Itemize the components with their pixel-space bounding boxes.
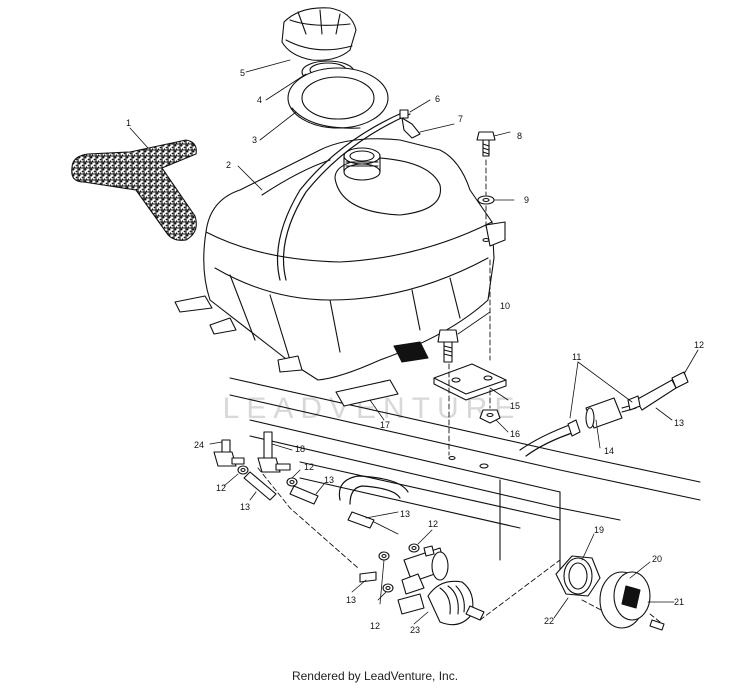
fuel-tank xyxy=(174,138,506,381)
valve-knob xyxy=(599,571,651,629)
callout-3: 3 xyxy=(252,135,257,145)
foam-pad xyxy=(71,139,197,241)
callout-2: 2 xyxy=(226,160,231,170)
fuel-pump xyxy=(397,545,449,615)
fuel-hose-loop xyxy=(338,475,409,505)
callout-4: 4 xyxy=(257,95,262,105)
callout-12: 12 xyxy=(370,621,380,631)
callout-13: 13 xyxy=(674,418,684,428)
washer-top xyxy=(477,195,495,205)
callout-16: 16 xyxy=(510,429,520,439)
callout-11: 11 xyxy=(572,352,581,362)
knob-screw xyxy=(649,619,665,631)
fuel-line-right xyxy=(519,419,581,457)
cap-gasket xyxy=(287,67,389,129)
callout-labels: 1 2 3 4 5 6 7 8 9 10 11 12 12 12 12 12 1… xyxy=(126,68,704,635)
callout-13: 13 xyxy=(400,509,410,519)
callout-17: 17 xyxy=(380,420,390,430)
gas-cap xyxy=(281,7,357,61)
callout-7: 7 xyxy=(458,114,463,124)
callout-13: 13 xyxy=(324,475,334,485)
vent-hose xyxy=(276,109,421,281)
heat-shield-pad xyxy=(335,341,429,407)
fuel-tee-fitting xyxy=(257,431,291,473)
callout-12: 12 xyxy=(694,340,704,350)
callout-6: 6 xyxy=(435,94,440,104)
hose-clamps xyxy=(237,465,420,593)
valve-ring-nut xyxy=(555,555,601,597)
frame-rails xyxy=(229,377,701,581)
callout-24: 24 xyxy=(194,440,204,450)
tank-bolt-bottom xyxy=(437,329,459,363)
callout-15: 15 xyxy=(510,401,520,411)
mounting-bracket xyxy=(433,363,507,401)
callout-18: 18 xyxy=(295,444,305,454)
callout-23: 23 xyxy=(410,625,420,635)
callout-12: 12 xyxy=(216,483,226,493)
callout-20: 20 xyxy=(652,554,662,564)
callout-13: 13 xyxy=(346,595,356,605)
callout-12: 12 xyxy=(428,519,438,529)
leader-lines xyxy=(129,59,699,625)
fuel-valve-elbow xyxy=(213,439,245,467)
lock-nut xyxy=(479,409,501,424)
fuel-line-upper xyxy=(627,371,689,411)
hose-segments xyxy=(243,471,377,583)
footer-credit: Rendered by LeadVenture, Inc. xyxy=(291,669,459,683)
filler-neck xyxy=(343,147,381,181)
callout-12: 12 xyxy=(304,462,314,472)
fuel-valve-body xyxy=(427,580,485,626)
callout-10: 10 xyxy=(500,301,510,311)
callout-9: 9 xyxy=(524,195,529,205)
callout-21: 21 xyxy=(674,597,684,607)
tank-bolt-top xyxy=(476,131,496,157)
callout-8: 8 xyxy=(517,131,522,141)
callout-19: 19 xyxy=(594,525,604,535)
callout-1: 1 xyxy=(126,118,131,128)
callout-22: 22 xyxy=(544,616,554,626)
callout-13: 13 xyxy=(240,502,250,512)
callout-14: 14 xyxy=(604,446,614,456)
callout-5: 5 xyxy=(240,68,245,78)
inline-filter xyxy=(585,397,637,429)
